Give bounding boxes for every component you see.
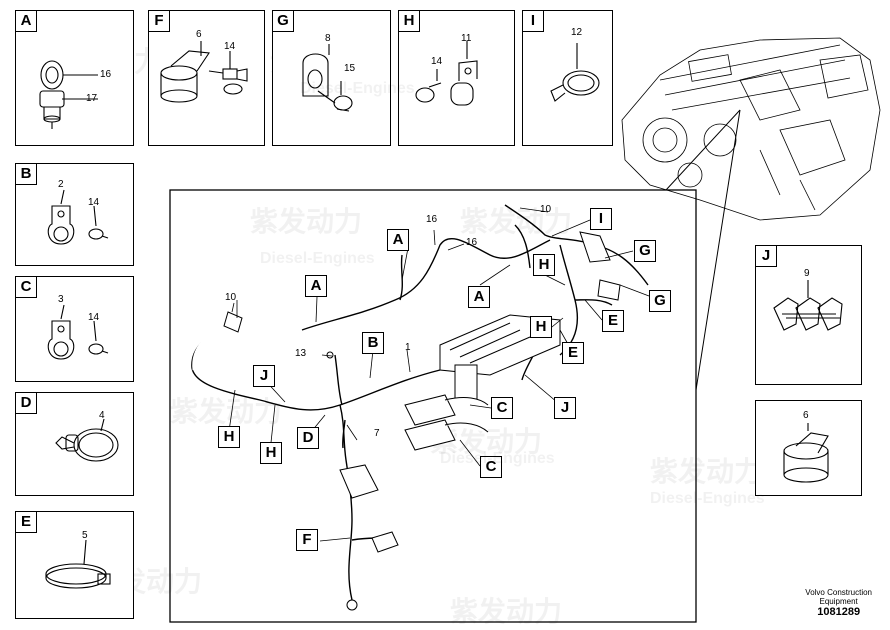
panel-label: J <box>755 245 777 267</box>
watermark-cn: 紫发动力 <box>650 456 763 487</box>
part-number: 14 <box>88 312 100 323</box>
callout-a[interactable]: A <box>387 229 409 251</box>
callout-e[interactable]: E <box>602 310 624 332</box>
callout-i[interactable]: I <box>590 208 612 230</box>
part-number: 16 <box>100 69 112 80</box>
part-number: 13 <box>295 348 307 359</box>
part-number: 3 <box>58 294 64 305</box>
part-number: 9 <box>804 268 810 279</box>
part-number: 4 <box>99 410 105 421</box>
detail-panel-f: F 6 14 <box>148 10 265 146</box>
panel-label: F <box>148 10 170 32</box>
part-number: 16 <box>426 214 438 225</box>
detail-panel-i: I 12 <box>522 10 613 146</box>
callout-a[interactable]: A <box>468 286 490 308</box>
clip-bolt-drawing <box>160 41 248 103</box>
detail-panel-g: G 8 15 <box>272 10 391 146</box>
callout-a[interactable]: A <box>305 275 327 297</box>
watermark-en: Diesel-Engines <box>260 250 375 267</box>
callout-g[interactable]: G <box>649 290 671 312</box>
hose-clamp-drawing <box>45 539 111 589</box>
part-number: 8 <box>325 33 331 44</box>
pclamp-drawing <box>47 189 109 245</box>
part-number: 2 <box>58 179 64 190</box>
clamp-ring-drawing <box>55 418 119 462</box>
watermark-en: Diesel-Engines <box>650 490 765 507</box>
callout-e[interactable]: E <box>562 342 584 364</box>
watermark-cn: 紫发动力 <box>460 206 573 237</box>
callout-h[interactable]: H <box>533 254 555 276</box>
detail-panel-clip: 6 <box>755 400 862 496</box>
callout-f[interactable]: F <box>296 529 318 551</box>
part-number: 6 <box>196 29 202 40</box>
clamp-strap-drawing <box>550 43 600 102</box>
part-number: 7 <box>374 428 380 439</box>
callout-h[interactable]: H <box>218 426 240 448</box>
part-number: 1 <box>405 342 411 353</box>
drawing-part-number: 1081289 <box>817 606 861 618</box>
maker-name: Volvo Construction <box>805 588 872 597</box>
part-number: 14 <box>88 197 100 208</box>
pclamp-drawing <box>47 304 109 360</box>
panel-label: I <box>522 10 544 32</box>
part-number: 16 <box>466 237 478 248</box>
panel-label: B <box>15 163 37 185</box>
engine-sketch <box>621 37 881 221</box>
bracket-clip-drawing <box>415 41 478 106</box>
panel-label: A <box>15 10 37 32</box>
callout-h[interactable]: H <box>530 316 552 338</box>
detail-panel-j: J 9 <box>755 245 862 385</box>
callout-c[interactable]: C <box>480 456 502 478</box>
callout-d[interactable]: D <box>297 427 319 449</box>
watermark-en: Diesel-Engines <box>300 80 415 97</box>
detail-panel-h: H 14 11 <box>398 10 515 146</box>
callout-j[interactable]: J <box>554 397 576 419</box>
callout-b[interactable]: B <box>362 332 384 354</box>
detail-panel-e: E 5 <box>15 511 134 619</box>
watermark-cn: 紫发动力 <box>250 206 363 237</box>
detail-panel-d: D 4 <box>15 392 134 496</box>
part-number: 12 <box>571 27 583 38</box>
footer: Volvo Construction Equipment 1081289 <box>805 588 872 619</box>
callout-j[interactable]: J <box>253 365 275 387</box>
panel-label: E <box>15 511 37 533</box>
part-number: 10 <box>225 292 237 303</box>
part-number: 5 <box>82 530 88 541</box>
callout-c[interactable]: C <box>491 397 513 419</box>
part-number: 17 <box>86 93 98 104</box>
maker-name-2: Equipment <box>819 597 858 606</box>
panel-label: D <box>15 392 37 414</box>
part-number: 11 <box>461 33 472 44</box>
callout-h[interactable]: H <box>260 442 282 464</box>
part-number: 14 <box>431 56 443 67</box>
watermark-en: Diesel-Engines <box>440 450 555 467</box>
clip-drawing <box>783 423 829 483</box>
pclamp-bolt-drawing <box>302 44 353 112</box>
callout-g[interactable]: G <box>634 240 656 262</box>
panel-label: G <box>272 10 294 32</box>
panel-label: C <box>15 276 37 298</box>
part-number: 10 <box>540 204 552 215</box>
part-number: 15 <box>344 63 356 74</box>
part-number: 14 <box>224 41 236 52</box>
detail-panel-c: C 3 14 <box>15 276 134 382</box>
part-number: 6 <box>803 410 809 421</box>
ring-terminal-drawing <box>39 60 98 129</box>
detail-panel-b: B 2 14 <box>15 163 134 266</box>
detail-panel-a: A 16 17 <box>15 10 134 146</box>
panel-label: H <box>398 10 420 32</box>
cable-tie-strip-drawing <box>773 280 843 331</box>
ecu-harness-block <box>223 231 621 611</box>
